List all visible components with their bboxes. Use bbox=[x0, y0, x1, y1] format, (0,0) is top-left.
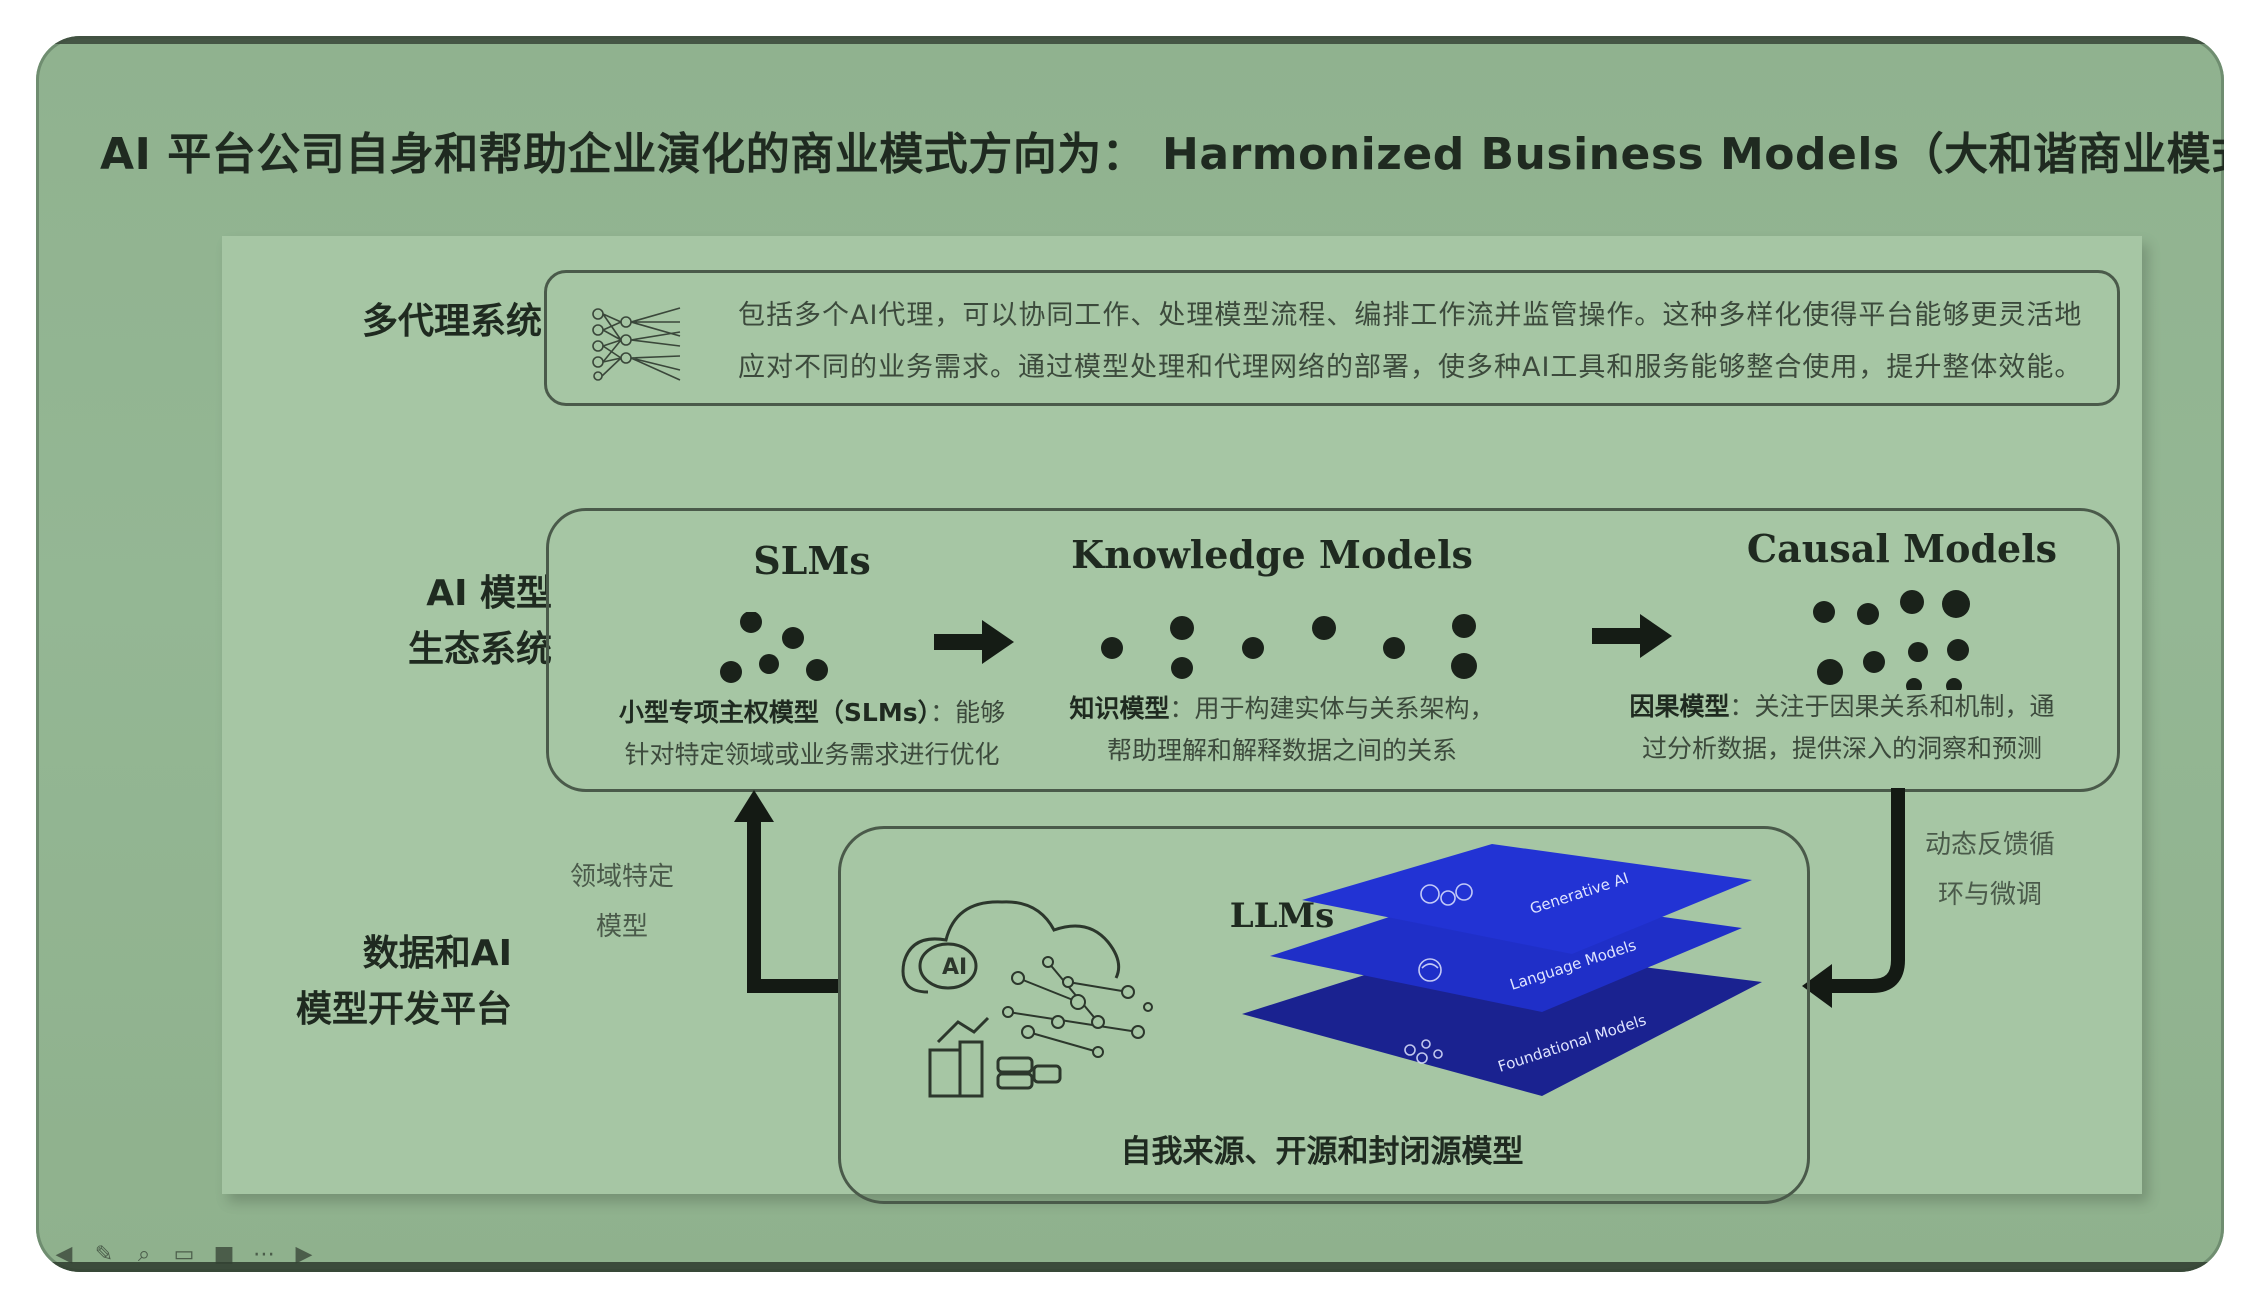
cloud-ai-text: AI bbox=[942, 955, 967, 980]
causal-models-dots bbox=[1813, 590, 1970, 690]
arrow-up-head-icon bbox=[734, 790, 774, 822]
slms-description: 小型专项主权模型（SLMs）：能够 针对特定领域或业务需求进行优化 bbox=[567, 692, 1057, 776]
slms-title: SLMs bbox=[753, 538, 871, 583]
knowledge-desc-bold: 知识模型 bbox=[1069, 694, 1170, 723]
domain-specific-label: 领域特定 模型 bbox=[552, 852, 692, 952]
multi-agent-description: 包括多个AI代理，可以协同工作、处理模型流程、编排工作流并监管操作。这种多样化使… bbox=[738, 290, 2098, 394]
layer-foundational bbox=[1242, 944, 1762, 1096]
knowledge-models-title: Knowledge Models bbox=[1071, 532, 1473, 577]
slide-content: 多代理系统 包括多个AI代理，可以协同工作、处理模型流程、编排工作流并监管操作。… bbox=[222, 236, 2142, 1204]
arrow-right-icon bbox=[934, 620, 1014, 664]
knowledge-models-description: 知识模型：用于构建实体与关系架构， 帮助理解和解释数据之间的关系 bbox=[1062, 688, 1502, 772]
arrow-up-left bbox=[747, 816, 838, 993]
presentation-toolbar: ◀ ✎ ⌕ ▭ ■ ⋯ ▶ bbox=[50, 1240, 318, 1268]
label-ai-ecosystem: AI 模型 生态系统 bbox=[242, 566, 552, 678]
feedback-loop-label: 动态反馈循 环与微调 bbox=[1900, 820, 2080, 920]
llm-layer-stack: Generative AI Language Models Foundation… bbox=[1242, 844, 1762, 1096]
causal-models-description: 因果模型：关注于因果关系和机制，通 过分析数据，提供深入的洞察和预测 bbox=[1602, 686, 2082, 770]
domain-specific-line2: 模型 bbox=[595, 912, 648, 942]
pen-icon[interactable]: ✎ bbox=[94, 1241, 114, 1267]
arrow-down-right bbox=[1826, 788, 1905, 993]
ecosystem-label-line2: 生态系统 bbox=[407, 629, 552, 670]
slms-dots bbox=[720, 612, 828, 683]
slms-desc-line1: 小型专项主权模型（SLMs）：能够 bbox=[567, 692, 1057, 734]
knowledge-desc-line1: 知识模型：用于构建实体与关系架构， bbox=[1062, 688, 1502, 730]
multi-agent-box bbox=[544, 270, 2120, 406]
back-icon[interactable]: ◀ bbox=[55, 1241, 73, 1267]
camera-icon[interactable]: ■ bbox=[213, 1241, 235, 1267]
knowledge-desc-rest: ：用于构建实体与关系架构， bbox=[1169, 694, 1495, 723]
zoom-icon[interactable]: ⌕ bbox=[137, 1241, 151, 1267]
causal-models-title: Causal Models bbox=[1746, 526, 2058, 571]
causal-desc-rest: ：关注于因果关系和机制，通 bbox=[1729, 692, 2055, 721]
presentation-screen: AI 平台公司自身和帮助企业演化的商业模式方向为： Harmonized Bus… bbox=[36, 36, 2224, 1272]
slms-desc-line2: 针对特定领域或业务需求进行优化 bbox=[624, 740, 1000, 769]
multi-agent-desc-line1: 包括多个AI代理，可以协同工作、处理模型流程、编排工作流并监管操作。这种多样化使… bbox=[738, 300, 2083, 331]
multi-agent-desc-line2: 应对不同的业务需求。通过模型处理和代理网络的部署，使多种AI工具和服务能够整合使… bbox=[738, 352, 2083, 383]
neural-network-icon bbox=[592, 307, 681, 381]
ecosystem-box bbox=[546, 508, 2120, 792]
cloud-ai-icon: AI bbox=[901, 900, 1153, 1098]
knowledge-desc-line2: 帮助理解和解释数据之间的关系 bbox=[1106, 736, 1457, 765]
platform-box bbox=[838, 826, 1810, 1204]
ecosystem-label-line1: AI 模型 bbox=[426, 573, 552, 614]
arrow-left-head-icon bbox=[1802, 964, 1832, 1008]
flow-arrows bbox=[734, 788, 1905, 1008]
platform-label-line1: 数据和AI bbox=[362, 933, 512, 974]
label-multi-agent: 多代理系统 bbox=[361, 301, 542, 342]
platform-label-line2: 模型开发平台 bbox=[295, 989, 512, 1030]
domain-specific-line1: 领域特定 bbox=[569, 862, 674, 892]
slms-desc-bold: 小型专项主权模型（SLMs） bbox=[618, 698, 931, 727]
slms-desc-rest: ：能够 bbox=[930, 698, 1006, 727]
causal-desc-line1: 因果模型：关注于因果关系和机制，通 bbox=[1602, 686, 2082, 728]
platform-caption: 自我来源、开源和封闭源模型 bbox=[1120, 1134, 1524, 1170]
causal-desc-bold: 因果模型 bbox=[1629, 692, 1730, 721]
arrow-right-icon bbox=[1592, 614, 1672, 658]
label-platform: 数据和AI 模型开发平台 bbox=[222, 926, 512, 1038]
feedback-line2: 环与微调 bbox=[1937, 880, 2042, 910]
more-icon[interactable]: ⋯ bbox=[253, 1241, 275, 1267]
causal-desc-line2: 过分析数据，提供深入的洞察和预测 bbox=[1641, 734, 2042, 763]
knowledge-models-dots bbox=[1101, 614, 1477, 679]
forward-icon[interactable]: ▶ bbox=[295, 1241, 313, 1267]
layer-generative bbox=[1302, 844, 1752, 954]
feedback-line1: 动态反馈循 bbox=[1924, 830, 2055, 860]
slide-title: AI 平台公司自身和帮助企业演化的商业模式方向为： Harmonized Bus… bbox=[100, 129, 2224, 180]
subtitle-icon[interactable]: ▭ bbox=[173, 1241, 195, 1267]
